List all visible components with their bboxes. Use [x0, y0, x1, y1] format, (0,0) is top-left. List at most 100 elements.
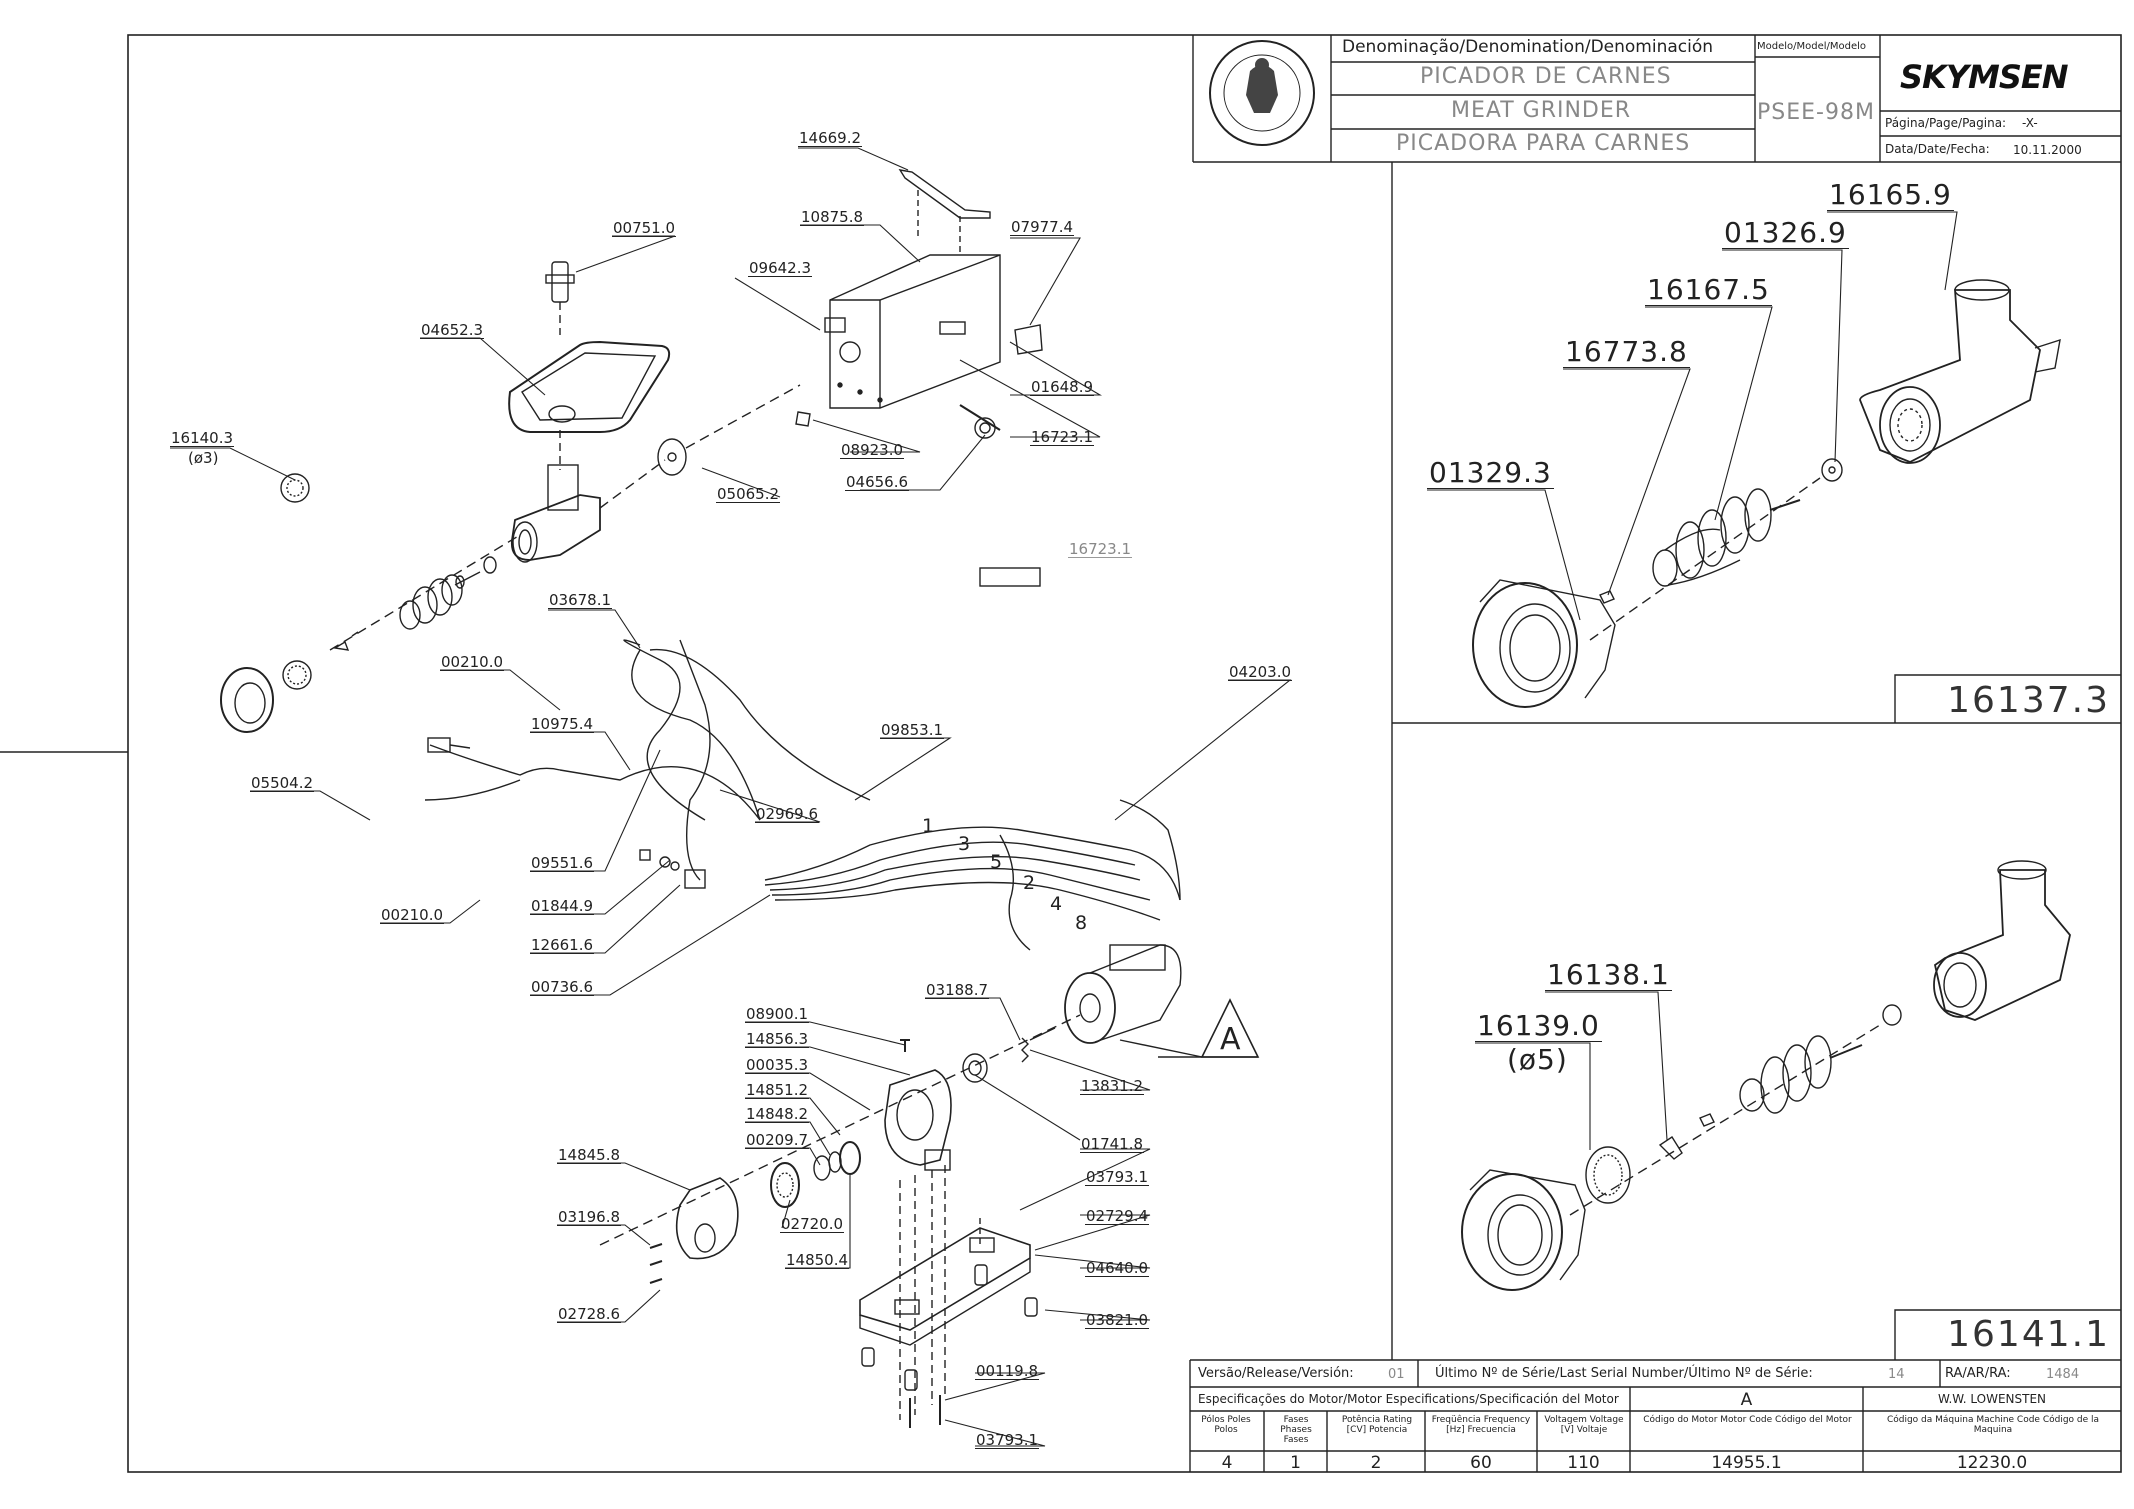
kit-bottom-drawing — [1461, 860, 2071, 1291]
part-label: 16723.1 — [1068, 540, 1133, 558]
part-label: 00210.0 — [380, 906, 445, 924]
val-power: 2 — [1370, 1453, 1382, 1473]
part-label: 02728.6 — [557, 1305, 622, 1323]
date-label: Data/Date/Fecha: — [1885, 142, 1990, 156]
part-label: 01741.8 — [1080, 1135, 1145, 1153]
part-label: 03793.1 — [1085, 1168, 1150, 1186]
part-label: 08923.0 — [840, 441, 905, 459]
part-label: 00751.0 — [612, 219, 677, 237]
wire-number: 8 — [1075, 912, 1088, 934]
motor-assembly — [1029, 944, 1260, 1058]
wire-number: 5 — [990, 851, 1003, 873]
val-machine-code: 12230.0 — [1956, 1453, 2028, 1473]
col-header-poles: Pólos Poles Polos — [1201, 1415, 1251, 1435]
ra-value: 1484 — [2046, 1367, 2080, 1382]
denomination-header: Denominação/Denomination/Denominación — [1342, 37, 1714, 57]
part-label: 04652.3 — [420, 321, 485, 339]
kit-top-drawing — [1472, 279, 2061, 708]
part-label: 09551.6 — [530, 854, 595, 872]
designer-name: W.W. LOWENSTEN — [1937, 1392, 2047, 1406]
part-label: 12661.6 — [530, 936, 595, 954]
wiring-harness — [424, 639, 1181, 951]
gearbox-assembly — [599, 1014, 1081, 1428]
part-label: 03196.8 — [557, 1208, 622, 1226]
title-block-frame — [1192, 35, 2121, 163]
kit-bottom-leaders — [1475, 991, 1668, 1150]
col-header-phases: Fases Phases Fases — [1280, 1415, 1312, 1445]
part-label: 00209.7 — [745, 1131, 810, 1149]
wire-number: 1 — [922, 815, 935, 837]
kit-part-label: 16138.1 — [1545, 958, 1672, 991]
part-label: 10875.8 — [800, 208, 865, 226]
wire-number: 4 — [1050, 893, 1063, 915]
version-value: 01 — [1388, 1367, 1405, 1382]
motor-spec-value: A — [1740, 1390, 1753, 1410]
part-label: 14851.2 — [745, 1081, 810, 1099]
product-name-es: PICADORA PARA CARNES — [1396, 131, 1691, 156]
wire-number: 3 — [958, 833, 971, 855]
part-label: 13831.2 — [1080, 1077, 1145, 1095]
motor-tag: A — [1220, 1022, 1241, 1057]
skymsen-logo: SKYMSEN — [1900, 58, 2069, 96]
part-label: 03188.7 — [925, 981, 990, 999]
model-number: PSEE-98M — [1757, 100, 1875, 125]
part-label: 14848.2 — [745, 1105, 810, 1123]
product-name-pt: PICADOR DE CARNES — [1420, 64, 1672, 89]
part-label: 05504.2 — [250, 774, 315, 792]
auger-main — [399, 571, 481, 630]
part-label: 08900.1 — [745, 1005, 810, 1023]
part-label: 03821.0 — [1085, 1311, 1150, 1329]
page-label: Página/Page/Pagina: — [1885, 116, 2007, 130]
col-header-voltage: Voltagem Voltage [V] Voltaje — [1544, 1415, 1624, 1435]
footer-frame — [1189, 1359, 2121, 1472]
kit-part-label: 01326.9 — [1722, 216, 1849, 249]
seal-logo — [1209, 40, 1315, 146]
part-label: 14669.2 — [798, 129, 863, 147]
part-label: 00119.8 — [975, 1362, 1040, 1380]
val-poles: 4 — [1221, 1453, 1233, 1473]
serial-label: Último Nº de Série/Last Serial Number/Úl… — [1435, 1366, 1813, 1381]
serial-value: 14 — [1888, 1367, 1905, 1382]
part-label-note: (ø3) — [188, 449, 219, 467]
part-label: 10975.4 — [530, 715, 595, 733]
part-label: 05065.2 — [716, 485, 781, 503]
switch-box-assembly — [795, 169, 1043, 587]
col-header-motor-code: Código do Motor Motor Code Código del Mo… — [1643, 1415, 1852, 1425]
part-label: 00736.6 — [530, 978, 595, 996]
val-phases: 1 — [1290, 1453, 1301, 1473]
part-label: 04203.0 — [1228, 663, 1293, 681]
kit-part-label: 01329.3 — [1427, 456, 1554, 489]
kit-part-label: 16773.8 — [1563, 335, 1690, 368]
model-header: Modelo/Model/Modelo — [1757, 41, 1867, 52]
ra-label: RA/AR/RA: — [1945, 1366, 2011, 1381]
part-label: 16723.1 — [1030, 428, 1095, 446]
kit-top-code: 16137.3 — [1947, 680, 2110, 721]
kit-part-label: 16139.0 — [1475, 1009, 1602, 1042]
leader-lines — [170, 147, 1292, 1447]
part-label: 02969.6 — [755, 805, 820, 823]
col-header-machine-code: Código da Máquina Machine Code Código de… — [1886, 1415, 2100, 1435]
date-value: 10.11.2000 — [2013, 143, 2082, 157]
kit-bottom-code: 16141.1 — [1947, 1314, 2110, 1355]
part-label: 07977.4 — [1010, 218, 1075, 236]
page-value: -X- — [2022, 116, 2038, 130]
part-label: 14850.4 — [785, 1251, 850, 1269]
grinder-head-assembly — [220, 261, 801, 733]
part-label: 02729.4 — [1085, 1207, 1150, 1225]
motor-spec-label: Especificações do Motor/Motor Especifica… — [1198, 1392, 1619, 1406]
part-label: 03678.1 — [548, 591, 613, 609]
part-label: 04640.0 — [1085, 1259, 1150, 1277]
part-label: 01648.9 — [1030, 378, 1095, 396]
part-label: 03793.1 — [975, 1431, 1040, 1449]
part-label: 00210.0 — [440, 653, 505, 671]
part-label: 01844.9 — [530, 897, 595, 915]
val-voltage: 110 — [1567, 1453, 1600, 1473]
col-header-power: Potência Rating [CV] Potencia — [1341, 1415, 1413, 1435]
part-label: 02720.0 — [780, 1215, 845, 1233]
kit-top-leaders — [1427, 211, 1958, 621]
part-label: 16140.3 — [170, 429, 235, 447]
product-name-en: MEAT GRINDER — [1451, 98, 1632, 123]
part-label: 14856.3 — [745, 1030, 810, 1048]
wire-number: 2 — [1023, 872, 1036, 894]
part-label: 04656.6 — [845, 473, 910, 491]
